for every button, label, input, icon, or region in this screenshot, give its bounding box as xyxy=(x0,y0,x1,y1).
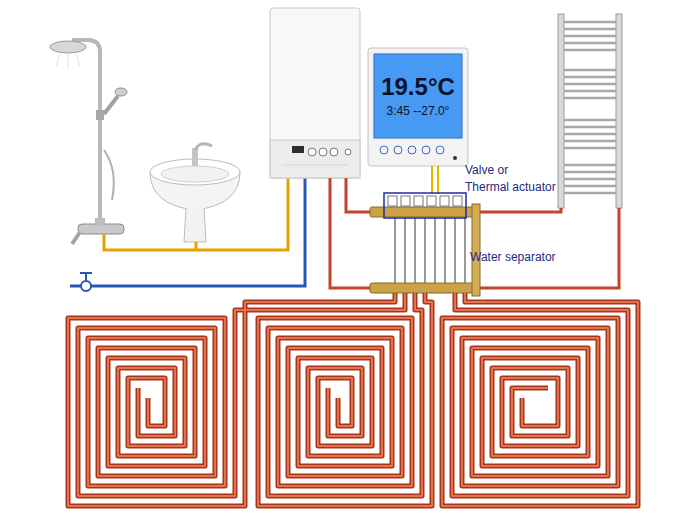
towel-radiator xyxy=(558,14,622,208)
part-label: Water separator xyxy=(470,251,556,265)
thermostat-display: 19.5°C 3:45 --27.0° xyxy=(376,56,460,136)
shower xyxy=(50,40,127,244)
thermostat xyxy=(368,48,468,166)
room-temperature: 19.5°C xyxy=(381,74,455,100)
boiler xyxy=(270,8,360,178)
sink xyxy=(150,144,240,242)
part-label: Thermal actuator xyxy=(465,181,556,195)
time-setpoint: 3:45 --27.0° xyxy=(387,105,450,118)
part-label: Valve or xyxy=(465,164,508,178)
valve-symbol xyxy=(80,273,92,291)
manifold xyxy=(370,193,480,296)
